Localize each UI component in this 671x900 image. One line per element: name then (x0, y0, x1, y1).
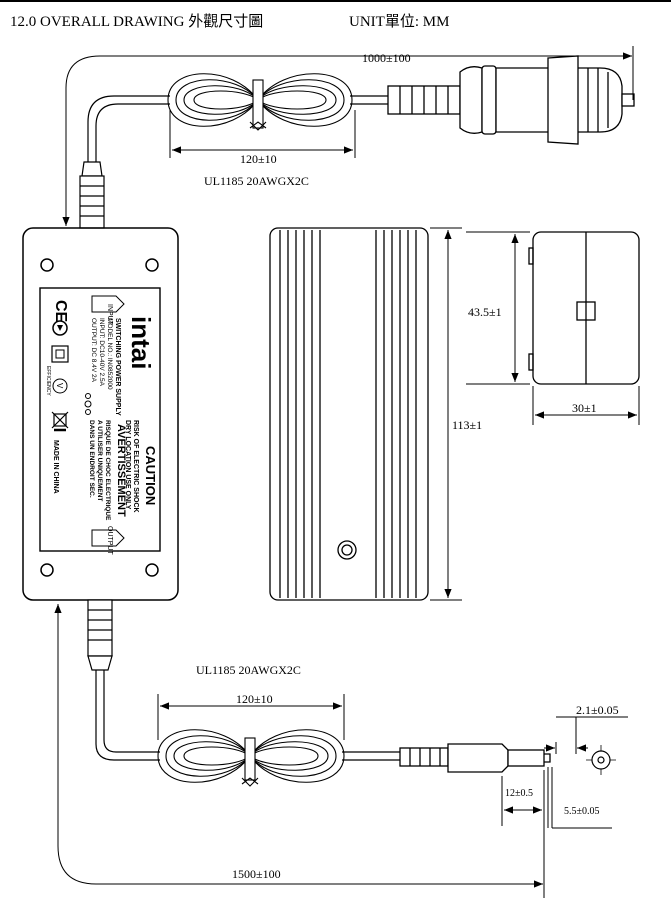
dim-113-text: 113±1 (452, 418, 482, 432)
bottom-cable-spec: UL1185 20AWGX2C (196, 663, 301, 677)
dim-2-1 (544, 716, 628, 754)
car-plug (387, 55, 635, 145)
dim-1000 (62, 46, 634, 226)
input-rating: INPUT: DC10-40V 2.5A (98, 318, 105, 387)
product-label: INPUT OUTPUT CE EFFICIENCY V MADE IN CHI… (39, 287, 161, 556)
efficiency-circle (52, 378, 68, 394)
ring-mark-inner (57, 325, 63, 331)
fr-line-2: A UTILISER UNIQUEMENT (96, 420, 103, 501)
dim-113 (430, 227, 462, 601)
dim-12 (501, 776, 545, 826)
ce-mark: CE (52, 300, 69, 323)
dim-5-5 (547, 767, 612, 829)
dim-1000-text: 1000±100 (362, 51, 411, 65)
input-tag: INPUT (106, 304, 113, 326)
adapter-end-view (528, 231, 640, 385)
dim-bottom-coil-text: 120±10 (236, 692, 273, 706)
dc-plug (399, 743, 551, 773)
product-name: SWITCHING POWER SUPPLY (114, 318, 121, 416)
adapter-side-view (269, 227, 429, 601)
output-tag: OUTPUT (106, 526, 113, 556)
fr-line-3: DANS UN ENDROIT SEC. (88, 420, 95, 498)
double-insulation-icon (51, 345, 69, 363)
polarity-symbol (84, 393, 92, 415)
dim-1500 (54, 604, 545, 898)
dim-43-5 (466, 231, 530, 385)
dc-plug-end-face (586, 745, 616, 775)
dim-5-5-text: 5.5±0.05 (564, 806, 600, 817)
dim-top-coil (169, 110, 356, 158)
drawing-title: 12.0 OVERALL DRAWING 外觀尺寸圖 (10, 14, 264, 30)
svg-text:CE: CE (52, 300, 69, 323)
top-cable-coil (167, 73, 353, 131)
header: 12.0 OVERALL DRAWING 外觀尺寸圖 UNIT單位: MM (0, 0, 671, 34)
efficiency-label: EFFICIENCY (45, 366, 51, 396)
caution-line-1: RISK OF ELECTRIC SHOCK (132, 420, 139, 513)
brand-logo: intai (126, 316, 156, 369)
dim-43-5-text: 43.5±1 (468, 305, 502, 319)
strain-relief-bottom (87, 599, 113, 671)
unit-label: UNIT單位: MM (349, 14, 450, 30)
strain-relief-top (79, 161, 105, 229)
output-rating: OUTPUT: DC 8.4V 2A (90, 318, 97, 383)
made-in-label: MADE IN CHINA (52, 440, 59, 494)
dim-30 (532, 386, 640, 425)
model-number: MODEL NO.: IN0852000 (106, 318, 113, 390)
dim-top-coil-text: 120±10 (240, 152, 277, 166)
dim-1500-text: 1500±100 (232, 867, 281, 881)
top-rule (0, 0, 671, 2)
bottom-cable-coil (157, 729, 345, 787)
efficiency-v-mark: V (55, 383, 64, 389)
fr-line-1: RISQUE DE CHOC ELECTRIQUE (104, 420, 111, 521)
dim-30-text: 30±1 (572, 401, 597, 415)
top-cable-spec: UL1185 20AWGX2C (204, 174, 309, 188)
weee-bin-icon (51, 411, 69, 432)
dim-12-text: 12±0.5 (505, 788, 533, 799)
ring-mark (52, 320, 68, 336)
caution-title: CAUTION (143, 446, 158, 505)
caution-line-2: DRY LOCATION USE ONLY (124, 420, 131, 510)
dim-2-1-text: 2.1±0.05 (576, 703, 619, 717)
avertissement-title: AVERTISSEMENT (115, 424, 127, 517)
